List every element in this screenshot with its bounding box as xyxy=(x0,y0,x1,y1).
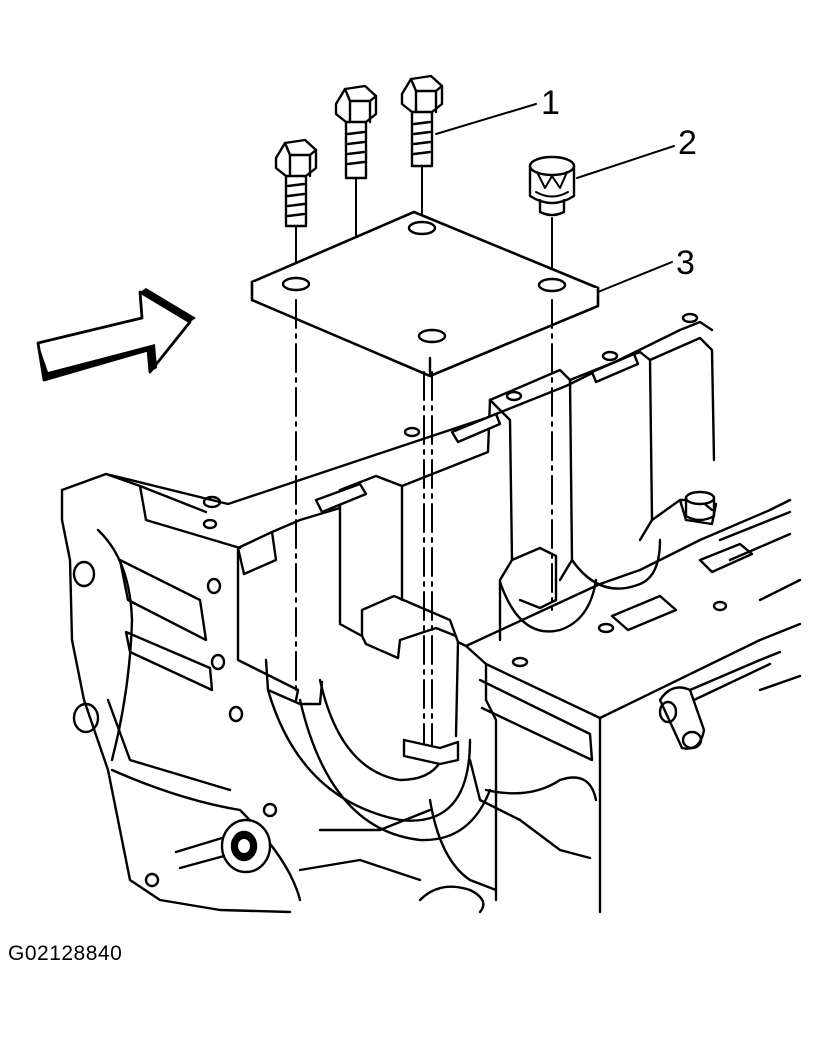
callout-3: 3 xyxy=(676,244,695,282)
bolt-middle xyxy=(336,86,376,178)
bolt-right xyxy=(402,76,442,166)
callout-leaders xyxy=(436,104,674,292)
bolt-left xyxy=(276,140,316,226)
block-alignment-lines xyxy=(296,300,552,748)
callout-1: 1 xyxy=(541,84,560,122)
callout-2: 2 xyxy=(678,124,697,162)
figure-id: G02128840 xyxy=(8,942,123,965)
engine-block xyxy=(62,314,800,912)
dowel-sleeve xyxy=(530,157,574,215)
bearing-cap-plate xyxy=(252,212,598,376)
front-direction-arrow xyxy=(38,288,196,380)
